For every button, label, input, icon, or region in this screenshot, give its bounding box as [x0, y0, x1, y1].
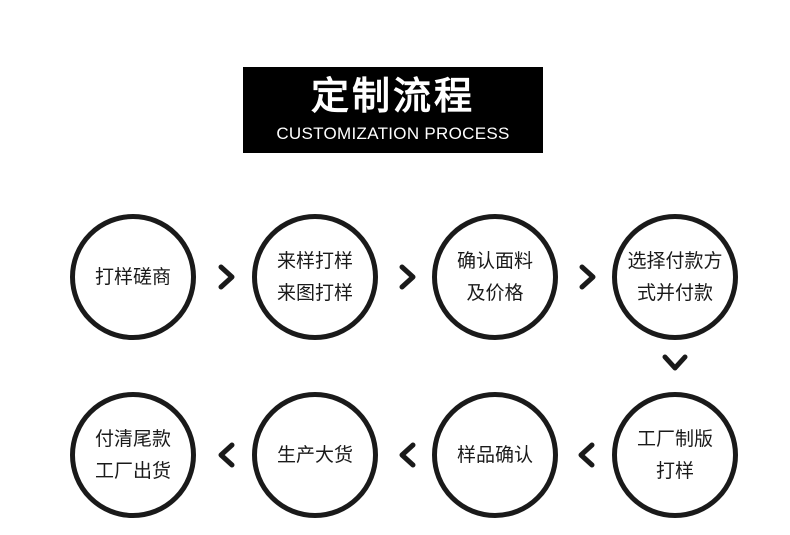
step-5-line-2: 打样 [655, 460, 694, 482]
chevron-right-icon [217, 264, 237, 290]
page-title: 定制流程 [310, 74, 475, 118]
step-2-circle: 来样打样 来图打样 [252, 214, 378, 340]
step-8-circle: 付清尾款 工厂出货 [70, 392, 196, 518]
step-8-line-2: 工厂出货 [94, 460, 171, 482]
step-2-line-1: 来样打样 [276, 250, 353, 272]
step-4-line-1: 选择付款方 [627, 250, 723, 272]
chevron-right-icon [398, 264, 418, 290]
step-3-line-2: 及价格 [466, 282, 524, 304]
step-6-circle: 样品确认 [432, 392, 558, 518]
step-1-line-1: 打样磋商 [94, 266, 171, 288]
step-4-circle: 选择付款方 式并付款 [612, 214, 738, 340]
step-2-line-2: 来图打样 [276, 282, 353, 304]
chevron-down-icon [662, 353, 688, 373]
step-3-circle: 确认面料 及价格 [432, 214, 558, 340]
title-banner: 定制流程 CUSTOMIZATION PROCESS [243, 67, 543, 153]
step-8-line-1: 付清尾款 [94, 428, 171, 450]
chevron-left-icon [397, 442, 417, 468]
step-3-line-1: 确认面料 [456, 250, 533, 272]
step-6-line-1: 样品确认 [456, 444, 533, 466]
step-5-circle: 工厂制版 打样 [612, 392, 738, 518]
chevron-right-icon [578, 264, 598, 290]
step-7-line-1: 生产大货 [276, 444, 353, 466]
step-1-circle: 打样磋商 [70, 214, 196, 340]
page-subtitle: CUSTOMIZATION PROCESS [276, 124, 510, 143]
step-5-line-1: 工厂制版 [636, 428, 713, 450]
chevron-left-icon [576, 442, 596, 468]
step-7-circle: 生产大货 [252, 392, 378, 518]
step-4-line-2: 式并付款 [636, 282, 713, 304]
chevron-left-icon [216, 442, 236, 468]
